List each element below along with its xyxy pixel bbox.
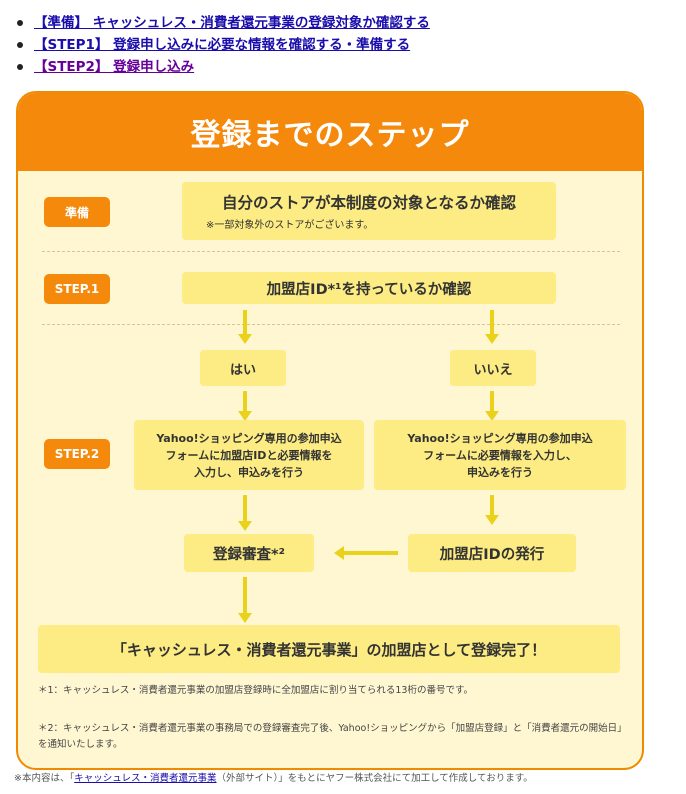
arrow-left-icon bbox=[334, 546, 398, 560]
complete-box: 「キャッシュレス・消費者還元事業」の加盟店として登録完了！ bbox=[38, 625, 620, 673]
arrow-down-icon bbox=[238, 495, 252, 531]
no-form-line-2: フォームに必要情報を入力し、 bbox=[423, 448, 577, 462]
steps-card-title: 登録までのステップ bbox=[18, 93, 642, 171]
prep-box-sub: ※一部対象外のストアがございます。 bbox=[206, 220, 374, 231]
note-1: ＊1：キャッシュレス・消費者還元事業の加盟店登録時に全加盟店に割り当てられる13… bbox=[38, 685, 473, 696]
tag-prep: 準備 bbox=[44, 197, 110, 227]
no-form-line-3: 申込みを行う bbox=[467, 465, 533, 479]
prep-box-title: 自分のストアが本制度の対象となるか確認 bbox=[221, 194, 517, 212]
yes-form-box: Yahoo!ショッピング専用の参加申込 フォームに加盟店IDと必要情報を 入力し… bbox=[134, 420, 364, 490]
issue-box: 加盟店IDの発行 bbox=[408, 534, 576, 572]
footer-suffix: （外部サイト）」をもとにヤフー株式会社にて加工して作成しております。 bbox=[216, 773, 533, 784]
review-box: 登録審査*² bbox=[184, 534, 314, 572]
prep-box: 自分のストアが本制度の対象となるか確認 ※一部対象外のストアがございます。 bbox=[182, 182, 556, 240]
link-step2[interactable]: 【STEP2】 登録申し込み bbox=[34, 59, 195, 75]
link-prep[interactable]: 【準備】 キャッシュレス・消費者還元事業の登録対象か確認する bbox=[34, 15, 430, 31]
tag-step2: STEP.2 bbox=[44, 439, 110, 469]
arrow-down-icon bbox=[485, 310, 499, 344]
arrow-down-icon bbox=[238, 577, 252, 623]
divider-1 bbox=[42, 251, 620, 252]
link-item-prep: 【準備】 キャッシュレス・消費者還元事業の登録対象か確認する bbox=[14, 12, 430, 34]
arrow-down-icon bbox=[485, 495, 499, 525]
footer-source-link[interactable]: キャッシュレス・消費者還元事業 bbox=[74, 773, 217, 784]
no-form-box: Yahoo!ショッピング専用の参加申込 フォームに必要情報を入力し、 申込みを行… bbox=[374, 420, 626, 490]
note-2: ＊2：キャッシュレス・消費者還元事業の事務局での登録審査完了後、Yahoo!ショ… bbox=[38, 723, 627, 750]
link-item-step2: 【STEP2】 登録申し込み bbox=[14, 56, 430, 78]
tag-step1: STEP.1 bbox=[44, 274, 110, 304]
yes-form-line-2: フォームに加盟店IDと必要情報を bbox=[165, 448, 333, 462]
footer-source-note: ※本内容は、「キャッシュレス・消費者還元事業（外部サイト）」をもとにヤフー株式会… bbox=[14, 770, 533, 784]
arrow-down-icon bbox=[238, 310, 252, 344]
arrow-down-icon bbox=[238, 391, 252, 421]
no-box: いいえ bbox=[450, 350, 536, 386]
no-form-line-1: Yahoo!ショッピング専用の参加申込 bbox=[407, 431, 593, 445]
step-link-list: 【準備】 キャッシュレス・消費者還元事業の登録対象か確認する 【STEP1】 登… bbox=[14, 12, 430, 78]
step1-box: 加盟店ID*¹を持っているか確認 bbox=[182, 272, 556, 304]
divider-2 bbox=[42, 324, 620, 325]
link-step1[interactable]: 【STEP1】 登録申し込みに必要な情報を確認する・準備する bbox=[34, 37, 411, 53]
footer-prefix: ※本内容は、「 bbox=[14, 773, 75, 784]
yes-box: はい bbox=[200, 350, 286, 386]
yes-form-line-3: 入力し、申込みを行う bbox=[194, 465, 304, 479]
link-item-step1: 【STEP1】 登録申し込みに必要な情報を確認する・準備する bbox=[14, 34, 430, 56]
arrow-down-icon bbox=[485, 391, 499, 421]
steps-card: 登録までのステップ 準備 自分のストアが本制度の対象となるか確認 ※一部対象外の… bbox=[16, 91, 644, 770]
yes-form-line-1: Yahoo!ショッピング専用の参加申込 bbox=[156, 431, 342, 445]
